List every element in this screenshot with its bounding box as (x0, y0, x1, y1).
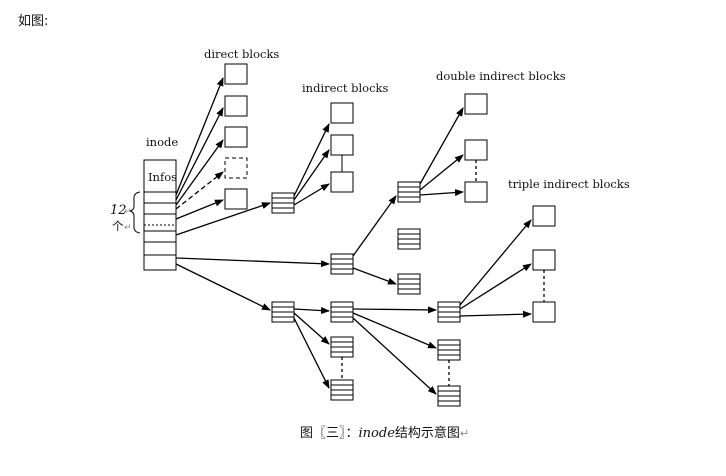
figure-caption: 图〖三〗：inode结构示意图↵ (300, 422, 469, 441)
label-twelve-unit: 个 (112, 219, 124, 233)
single-indirect-table (271, 192, 295, 214)
page-heading: 如图: (18, 14, 49, 29)
label-indirect-blocks: indirect blocks (302, 81, 389, 95)
label-direct-blocks: direct blocks (204, 47, 279, 61)
triple-continuations (341, 270, 545, 386)
caption-suffix: 结构示意图 (394, 426, 460, 441)
indirect-pointers (175, 123, 330, 236)
caption-prefix: 图〖三〗： (300, 426, 359, 441)
label-infos: Infos (148, 170, 177, 184)
triple-indirect-tables (271, 301, 461, 407)
double-indirect-pointers (175, 107, 464, 285)
triple-indirect-blocks (532, 205, 556, 323)
triple-indirect-pointers (175, 219, 532, 395)
double-indirect-tables (330, 181, 421, 295)
brace-12 (129, 191, 141, 234)
label-double-indirect-blocks: double indirect blocks (436, 69, 566, 83)
label-inode: inode (146, 135, 178, 149)
label-triple-indirect-blocks: triple indirect blocks (508, 177, 630, 191)
caption-return-mark: ↵ (459, 427, 470, 440)
return-mark-1: ↵ (124, 207, 132, 217)
double-indirect-blocks (464, 93, 488, 203)
indirect-blocks (330, 102, 354, 193)
inode-table (143, 159, 177, 271)
return-mark-2: ↵ (124, 223, 132, 233)
direct-pointers (175, 77, 224, 220)
label-twelve: 12 (110, 203, 127, 218)
caption-italic: inode (358, 426, 395, 441)
direct-blocks (224, 63, 248, 210)
